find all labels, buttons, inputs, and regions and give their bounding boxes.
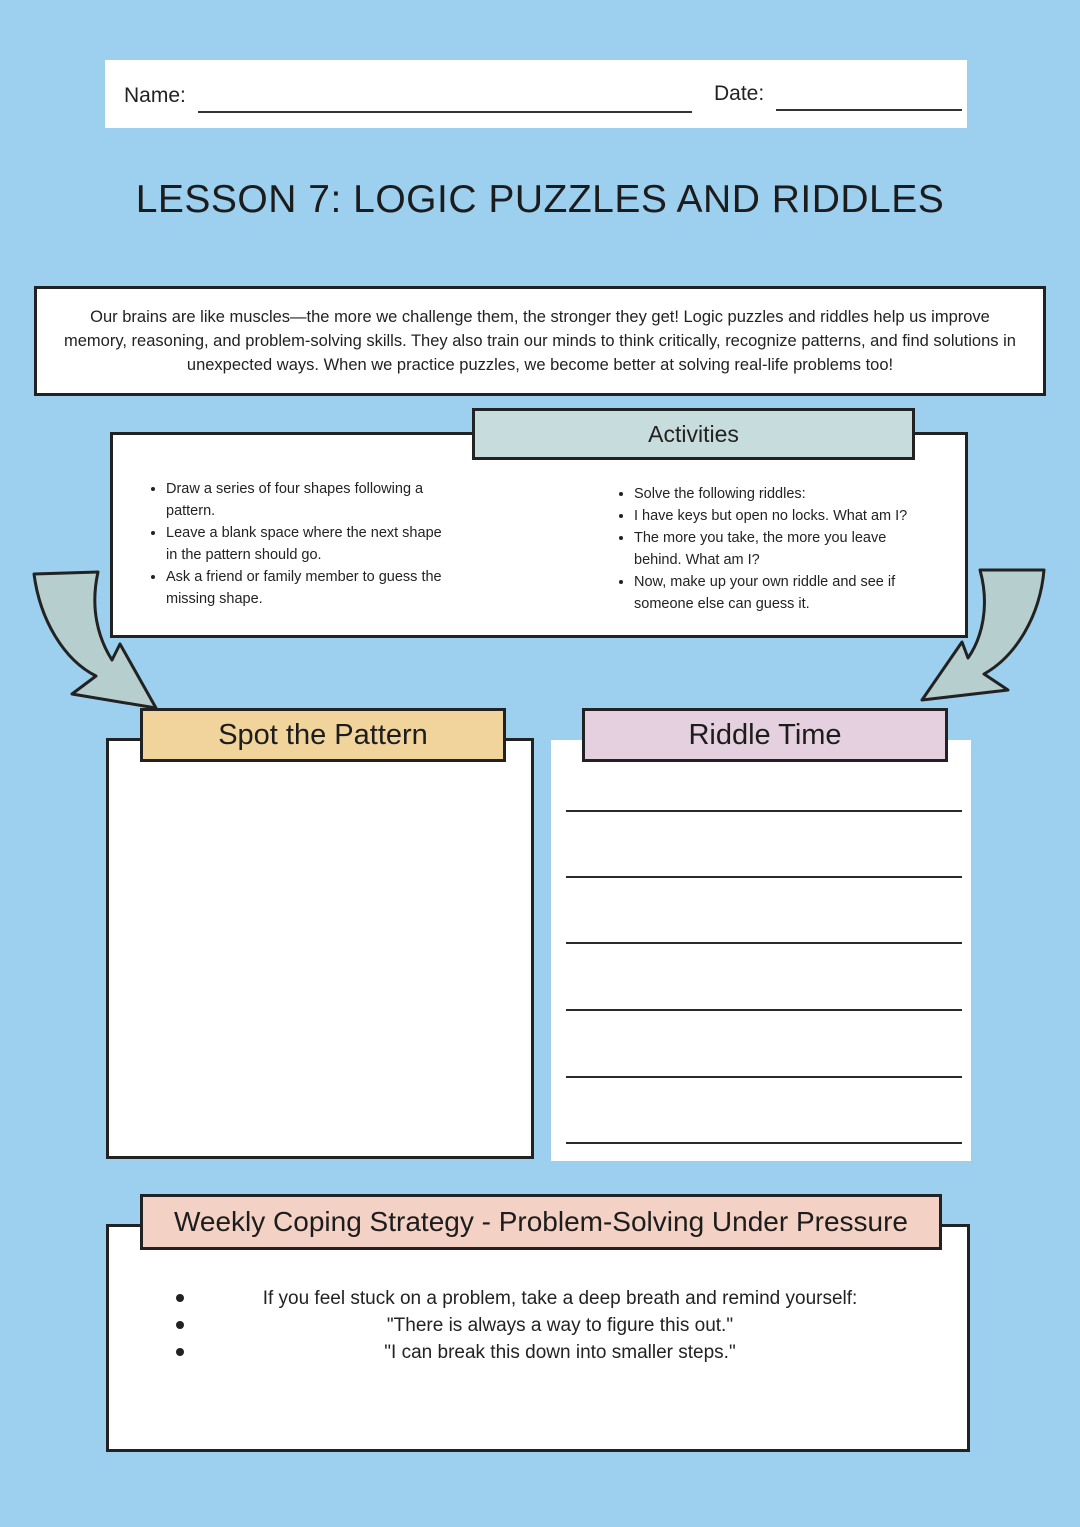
name-field[interactable]	[198, 111, 692, 113]
arrow-decorations	[32, 568, 1046, 710]
activities-right-list: Solve the following riddles: I have keys…	[614, 483, 934, 615]
bullet-icon	[176, 1321, 184, 1329]
name-date-strip	[105, 60, 967, 128]
coping-box	[106, 1224, 970, 1452]
pattern-drawing-area[interactable]	[106, 738, 534, 1159]
activity-item: Draw a series of four shapes following a…	[166, 478, 456, 522]
riddle-answer-line[interactable]	[566, 1142, 962, 1144]
riddle-answer-line[interactable]	[566, 1009, 962, 1011]
coping-item: "I can break this down into smaller step…	[384, 1342, 736, 1363]
coping-item: "There is always a way to figure this ou…	[386, 1315, 734, 1336]
activity-item: Ask a friend or family member to guess t…	[166, 566, 456, 610]
date-label: Date:	[714, 82, 765, 105]
riddle-answer-line[interactable]	[566, 810, 962, 812]
riddle-answer-line[interactable]	[566, 876, 962, 878]
activity-item: The more you take, the more you leave be…	[634, 527, 934, 571]
page-title: LESSON 7: LOGIC PUZZLES AND RIDDLES	[135, 178, 945, 221]
coping-text: If you feel stuck on a problem, take a d…	[200, 1285, 920, 1366]
activities-heading: Activities	[472, 408, 915, 460]
activity-item: Now, make up your own riddle and see if …	[634, 571, 934, 615]
pattern-heading: Spot the Pattern	[140, 708, 506, 762]
intro-box: Our brains are like muscles—the more we …	[34, 286, 1046, 396]
intro-text: Our brains are like muscles—the more we …	[64, 308, 1016, 374]
activity-item: Leave a blank space where the next shape…	[166, 522, 456, 566]
left-arrow-icon	[32, 570, 158, 710]
coping-item: If you feel stuck on a problem, take a d…	[262, 1288, 858, 1309]
bullet-icon	[176, 1294, 184, 1302]
activity-item: Solve the following riddles:	[634, 483, 934, 505]
coping-heading: Weekly Coping Strategy - Problem-Solving…	[140, 1194, 942, 1250]
right-arrow-icon	[920, 568, 1046, 702]
activity-item: I have keys but open no locks. What am I…	[634, 505, 934, 527]
riddle-answer-line[interactable]	[566, 942, 962, 944]
riddle-writing-area	[551, 740, 971, 1161]
riddle-answer-line[interactable]	[566, 1076, 962, 1078]
name-label: Name:	[124, 84, 186, 107]
activities-box	[110, 432, 968, 638]
activities-left-list: Draw a series of four shapes following a…	[146, 478, 456, 610]
bullet-icon	[176, 1348, 184, 1356]
date-field[interactable]	[776, 109, 962, 111]
riddle-heading: Riddle Time	[582, 708, 948, 762]
coping-bullets	[176, 1286, 184, 1375]
